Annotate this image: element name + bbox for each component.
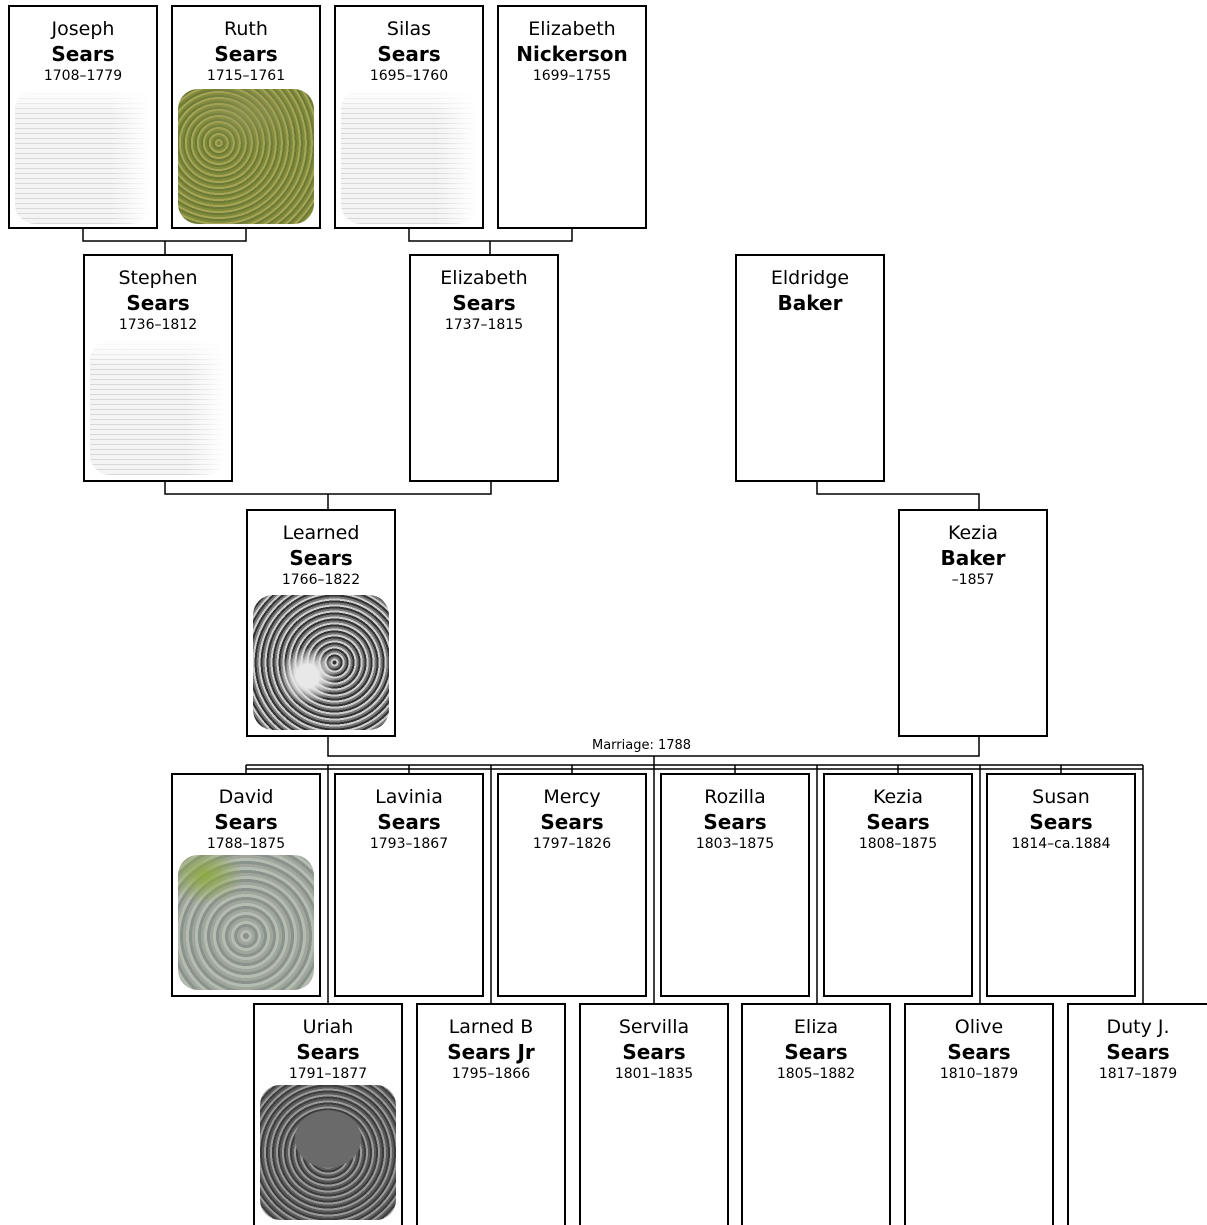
given-name: Lavinia	[375, 786, 443, 808]
person-card-elizabeth-sears[interactable]: Elizabeth Sears 1737–1815	[409, 254, 559, 482]
surname: Nickerson	[516, 42, 628, 66]
surname: Sears	[289, 546, 353, 570]
connector-joseph-ruth	[82, 229, 247, 242]
life-years: 1795–1866	[451, 1066, 531, 1082]
life-years: 1788–1875	[206, 836, 286, 852]
person-card-rozilla-sears[interactable]: Rozilla Sears 1803–1875	[660, 773, 810, 997]
life-years: 1793–1867	[369, 836, 449, 852]
person-card-uriah-sears[interactable]: Uriah Sears 1791–1877	[253, 1003, 403, 1225]
surname: Sears	[703, 810, 767, 834]
given-name: Kezia	[947, 522, 999, 544]
book-page-photo[interactable]	[15, 89, 151, 224]
life-years: 1808–1875	[858, 836, 938, 852]
given-name: Eliza	[793, 1016, 839, 1038]
life-years: 1708–1779	[43, 68, 123, 84]
person-card-servilla-sears[interactable]: Servilla Sears 1801–1835	[579, 1003, 729, 1225]
given-name: David	[218, 786, 274, 808]
marriage-label: Marriage: 1788	[590, 738, 694, 753]
surname: Sears	[51, 42, 115, 66]
given-name: Learned	[282, 522, 360, 544]
gravestone-photo[interactable]	[260, 1085, 396, 1220]
life-years: 1814–ca.1884	[1011, 836, 1111, 852]
person-card-joseph-sears[interactable]: Joseph Sears 1708–1779	[8, 5, 158, 229]
life-years: 1810–1879	[939, 1066, 1019, 1082]
given-name: Elizabeth	[528, 18, 616, 40]
person-card-learned-sears[interactable]: Learned Sears 1766–1822	[246, 509, 396, 737]
life-years: 1699–1755	[532, 68, 612, 84]
surname: Sears	[1029, 810, 1093, 834]
surname: Sears Jr	[447, 1040, 535, 1064]
gravestone-photo[interactable]	[178, 855, 314, 990]
person-card-elizabeth-nickerson[interactable]: Elizabeth Nickerson 1699–1755	[497, 5, 647, 229]
given-name: Eldridge	[770, 267, 850, 289]
person-card-kezia-sears[interactable]: Kezia Sears 1808–1875	[823, 773, 973, 997]
life-years: 1715–1761	[206, 68, 286, 84]
person-card-stephen-sears[interactable]: Stephen Sears 1736–1812	[83, 254, 233, 482]
surname: Sears	[126, 291, 190, 315]
surname: Sears	[866, 810, 930, 834]
given-name: Elizabeth	[440, 267, 528, 289]
person-card-duty-j-sears[interactable]: Duty J. Sears 1817–1879	[1067, 1003, 1207, 1225]
person-card-mercy-sears[interactable]: Mercy Sears 1797–1826	[497, 773, 647, 997]
surname: Sears	[784, 1040, 848, 1064]
surname: Sears	[452, 291, 516, 315]
life-years: 1737–1815	[444, 317, 524, 333]
person-card-larned-b-sears-jr[interactable]: Larned B Sears Jr 1795–1866	[416, 1003, 566, 1225]
given-name: Joseph	[51, 18, 115, 40]
life-years: 1803–1875	[695, 836, 775, 852]
person-card-lavinia-sears[interactable]: Lavinia Sears 1793–1867	[334, 773, 484, 997]
life-years: 1797–1826	[532, 836, 612, 852]
connector-silas-elizabeth	[408, 229, 573, 242]
given-name: Mercy	[543, 786, 601, 808]
life-years: 1817–1879	[1098, 1066, 1178, 1082]
person-card-eldridge-baker[interactable]: Eldridge Baker	[735, 254, 885, 482]
surname: Sears	[947, 1040, 1011, 1064]
surname: Sears	[540, 810, 604, 834]
surname: Sears	[296, 1040, 360, 1064]
given-name: Servilla	[618, 1016, 690, 1038]
person-card-ruth-sears[interactable]: Ruth Sears 1715–1761	[171, 5, 321, 229]
person-card-olive-sears[interactable]: Olive Sears 1810–1879	[904, 1003, 1054, 1225]
life-years: 1791–1877	[288, 1066, 368, 1082]
person-card-kezia-baker[interactable]: Kezia Baker –1857	[898, 509, 1048, 737]
given-name: Silas	[386, 18, 432, 40]
person-card-silas-sears[interactable]: Silas Sears 1695–1760	[334, 5, 484, 229]
person-card-susan-sears[interactable]: Susan Sears 1814–ca.1884	[986, 773, 1136, 997]
surname: Sears	[214, 42, 278, 66]
given-name: Kezia	[872, 786, 924, 808]
surname: Baker	[777, 291, 843, 315]
life-years: 1805–1882	[776, 1066, 856, 1082]
surname: Sears	[377, 810, 441, 834]
life-years: 1695–1760	[369, 68, 449, 84]
book-page-photo[interactable]	[90, 340, 226, 475]
life-years: 1801–1835	[614, 1066, 694, 1082]
given-name: Stephen	[118, 267, 198, 289]
given-name: Duty J.	[1106, 1016, 1170, 1038]
connector-stephen-elizabeth	[164, 482, 492, 495]
given-name: Larned B	[448, 1016, 534, 1038]
given-name: Ruth	[224, 18, 268, 40]
connector-eldridge-kezia	[816, 482, 980, 509]
surname: Sears	[377, 42, 441, 66]
surname: Sears	[214, 810, 278, 834]
book-page-photo[interactable]	[341, 89, 477, 224]
gravestone-photo[interactable]	[178, 89, 314, 224]
given-name: Olive	[954, 1016, 1004, 1038]
person-card-eliza-sears[interactable]: Eliza Sears 1805–1882	[741, 1003, 891, 1225]
surname: Baker	[940, 546, 1006, 570]
life-years: 1736–1812	[118, 317, 198, 333]
surname: Sears	[622, 1040, 686, 1064]
given-name: Rozilla	[704, 786, 766, 808]
person-card-david-sears[interactable]: David Sears 1788–1875	[171, 773, 321, 997]
surname: Sears	[1106, 1040, 1170, 1064]
gravestone-photo[interactable]	[253, 595, 389, 730]
given-name: Uriah	[302, 1016, 354, 1038]
life-years: –1857	[951, 572, 995, 588]
given-name: Susan	[1032, 786, 1090, 808]
life-years: 1766–1822	[281, 572, 361, 588]
